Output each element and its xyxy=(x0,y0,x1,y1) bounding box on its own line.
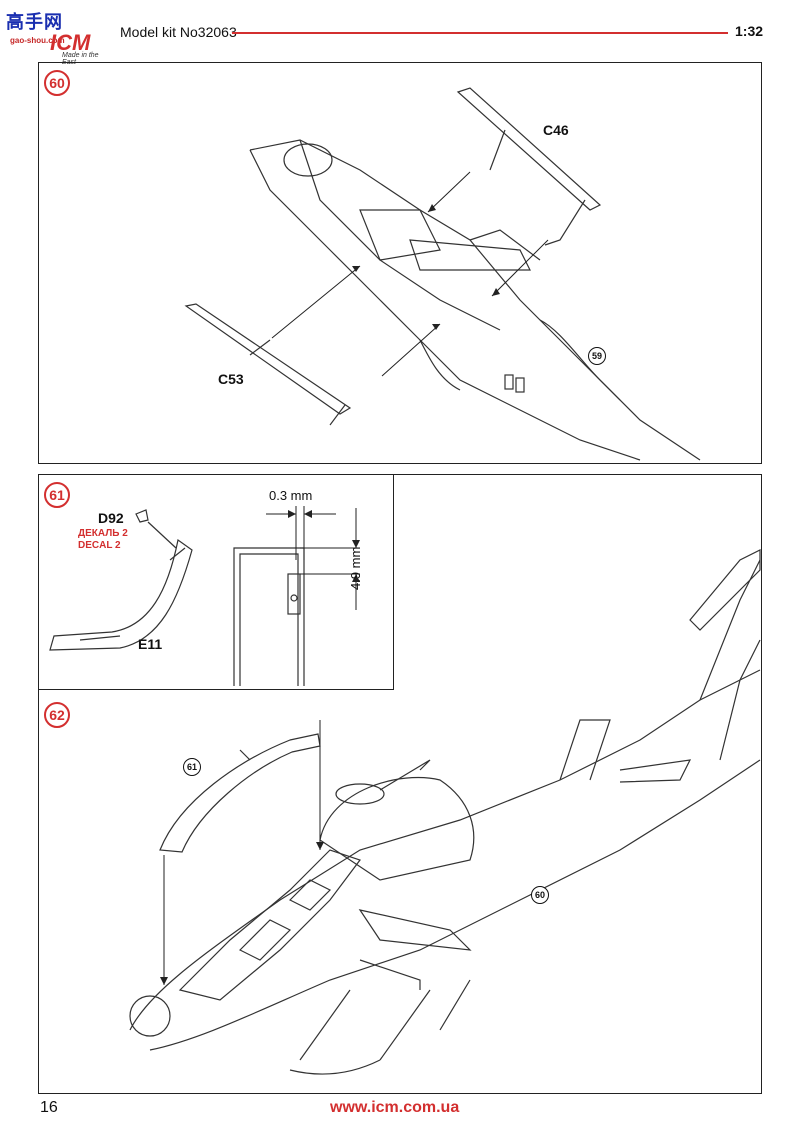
decal-label-ru: ДЕКАЛЬ 2 xyxy=(78,528,128,539)
logo-site-url: gao-shou.com xyxy=(10,36,65,45)
step-62-badge: 62 xyxy=(44,702,70,728)
step-61-badge: 61 xyxy=(44,482,70,508)
logo-brand: ICM xyxy=(50,30,91,55)
page-number: 16 xyxy=(40,1099,58,1116)
ref-step-61: 61 xyxy=(183,758,201,776)
part-d92-label: D92 xyxy=(98,510,124,526)
dimension-height: 4.9 mm xyxy=(348,546,363,590)
brand-logo: 高手网 gao-shou.com ICM Made in the East xyxy=(4,6,114,66)
ref-step-60: 60 xyxy=(531,886,549,904)
dimension-width: 0.3 mm xyxy=(269,488,313,503)
decal-label-en: DECAL 2 xyxy=(78,540,121,551)
scale-label: 1:32 xyxy=(735,23,764,39)
footer-url[interactable]: www.icm.com.ua xyxy=(330,1099,460,1116)
step-61-panel xyxy=(38,474,394,690)
ref-step-59: 59 xyxy=(588,347,606,365)
header-divider xyxy=(232,32,728,34)
step-60-panel xyxy=(38,62,762,464)
page-title: Model kit No32063 xyxy=(120,24,237,40)
part-c46-label: C46 xyxy=(543,122,569,138)
step-60-badge: 60 xyxy=(44,70,70,96)
step-61-62-panel xyxy=(38,474,762,1094)
part-c53-label: C53 xyxy=(218,371,244,387)
logo-site-name: 高手网 xyxy=(6,12,63,33)
part-e11-label: E11 xyxy=(138,636,163,652)
